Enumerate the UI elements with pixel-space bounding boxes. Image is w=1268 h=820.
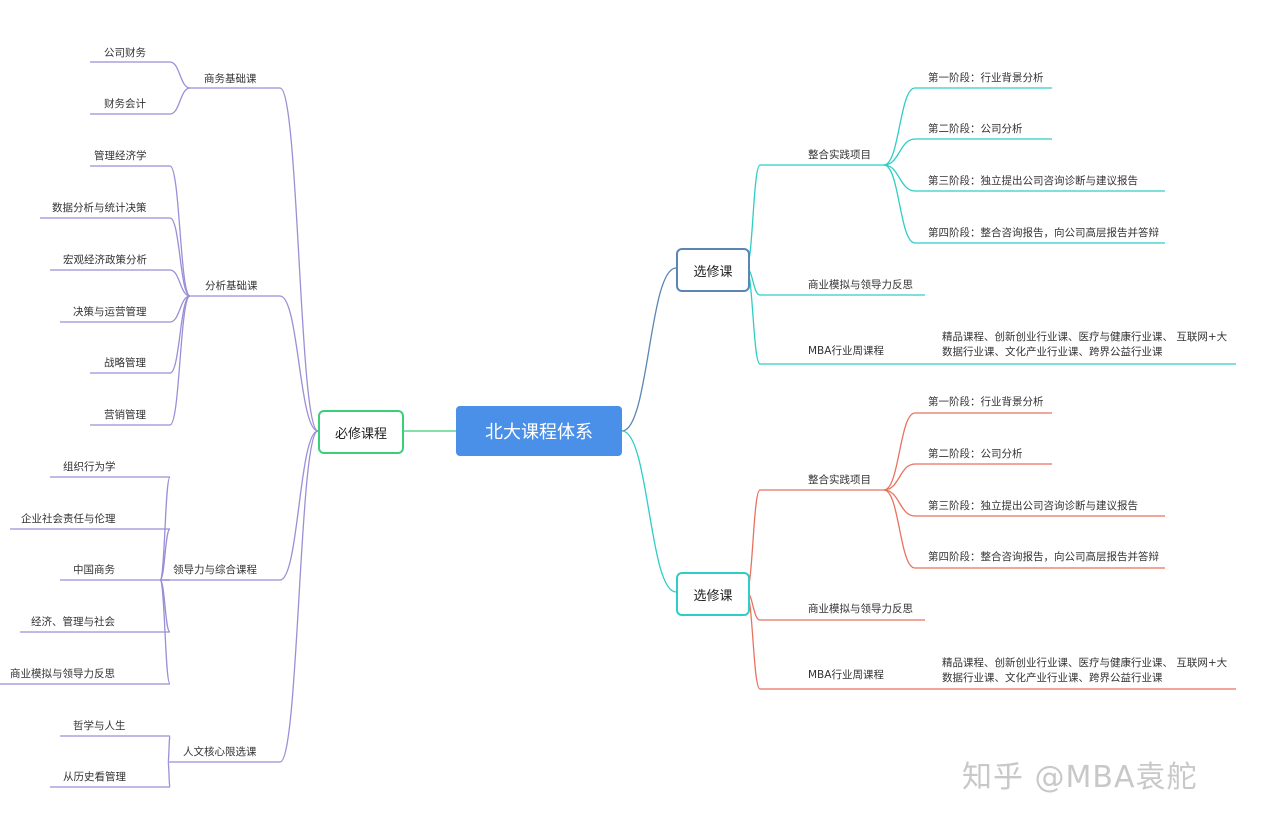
leaf-managerial-economics[interactable]: 管理经济学 xyxy=(94,150,147,162)
top-integrated-project[interactable]: 整合实践项目 xyxy=(808,149,871,161)
bottom-stage-2[interactable]: 第二阶段：公司分析 xyxy=(928,448,1023,460)
top-link-stage-3 xyxy=(883,164,916,244)
link-required-group-2 xyxy=(279,430,319,581)
bottom-mba-week-desc: 精品课程、创新创业行业课、医疗与健康行业课、 互联网+大 数据行业课、文化产业行… xyxy=(942,656,1232,686)
bottom-simulation[interactable]: 商业模拟与领导力反思 xyxy=(808,603,913,615)
root-node[interactable]: 北大课程体系 xyxy=(456,406,622,456)
required-courses-node[interactable]: 必修课程 xyxy=(318,410,404,454)
bottom-integrated-project[interactable]: 整合实践项目 xyxy=(808,474,871,486)
bottom-mba-desc-line1: 精品课程、创新创业行业课、医疗与健康行业课、 互联网+大 xyxy=(942,657,1228,669)
top-stage-3[interactable]: 第三阶段：独立提出公司咨询诊断与建议报告 xyxy=(928,175,1138,187)
leaf-macro-policy[interactable]: 宏观经济政策分析 xyxy=(63,254,147,266)
leaf-csr-ethics[interactable]: 企业社会责任与伦理 xyxy=(21,513,116,525)
group-leadership-integrated[interactable]: 领导力与综合课程 xyxy=(173,564,257,576)
top-stage-1[interactable]: 第一阶段：行业背景分析 xyxy=(928,72,1044,84)
leaf-marketing[interactable]: 营销管理 xyxy=(104,409,146,421)
top-mba-desc-line2: 数据行业课、文化产业行业课、跨界公益行业课 xyxy=(942,346,1163,359)
link-group-3-leaf-1 xyxy=(167,761,171,788)
leaf-financial-accounting[interactable]: 财务会计 xyxy=(104,98,146,110)
group-humanities-core[interactable]: 人文核心限选课 xyxy=(183,746,257,758)
leaf-china-business[interactable]: 中国商务 xyxy=(73,564,115,576)
leaf-philosophy-life[interactable]: 哲学与人生 xyxy=(73,720,126,732)
top-simulation[interactable]: 商业模拟与领导力反思 xyxy=(808,279,913,291)
top-mba-desc-line1: 精品课程、创新创业行业课、医疗与健康行业课、 互联网+大 xyxy=(942,331,1228,343)
link-group-3-leaf-0 xyxy=(167,735,171,763)
link-group-1-leaf-2 xyxy=(169,269,191,297)
link-group-1-leaf-5 xyxy=(169,295,191,426)
link-group-2-leaf-1 xyxy=(159,528,171,581)
group-analysis-basics[interactable]: 分析基础课 xyxy=(205,280,258,292)
link-group-2-leaf-4 xyxy=(159,579,171,685)
link-required-group-3 xyxy=(279,430,319,763)
link-required-group-0 xyxy=(279,87,319,432)
top-link-stage-2 xyxy=(883,164,916,192)
top-link-stage-1 xyxy=(883,138,916,166)
leaf-economy-society[interactable]: 经济、管理与社会 xyxy=(31,616,115,628)
elective-node-bottom[interactable]: 选修课 xyxy=(676,572,750,616)
leaf-strategy[interactable]: 战略管理 xyxy=(104,357,146,369)
link-group-1-leaf-1 xyxy=(169,217,191,297)
link-group-1-leaf-4 xyxy=(169,295,191,374)
leaf-decision-operations[interactable]: 决策与运营管理 xyxy=(73,306,147,318)
bottom-mba-desc-line2: 数据行业课、文化产业行业课、跨界公益行业课 xyxy=(942,672,1163,685)
bottom-link-stage-0 xyxy=(883,412,916,491)
link-root-elective-bottom xyxy=(621,430,677,593)
top-mba-week[interactable]: MBA行业周课程 xyxy=(808,345,884,357)
link-group-0-leaf-0 xyxy=(169,61,191,89)
watermark: 知乎 @MBA袁舵 xyxy=(962,760,1198,795)
leaf-history-management[interactable]: 从历史看管理 xyxy=(63,771,126,783)
top-link-stage-0 xyxy=(883,87,916,166)
leaf-data-analysis[interactable]: 数据分析与统计决策 xyxy=(52,202,147,214)
elective-node-top[interactable]: 选修课 xyxy=(676,248,750,292)
group-business-basics[interactable]: 商务基础课 xyxy=(204,73,257,85)
leaf-org-behavior[interactable]: 组织行为学 xyxy=(63,461,116,473)
leaf-business-simulation[interactable]: 商业模拟与领导力反思 xyxy=(10,668,115,680)
bottom-stage-1[interactable]: 第一阶段：行业背景分析 xyxy=(928,396,1044,408)
leaf-corporate-finance[interactable]: 公司财务 xyxy=(104,47,146,59)
top-mba-week-desc: 精品课程、创新创业行业课、医疗与健康行业课、 互联网+大 数据行业课、文化产业行… xyxy=(942,330,1232,360)
bottom-stage-4[interactable]: 第四阶段：整合咨询报告，向公司高层报告并答辩 xyxy=(928,551,1159,563)
top-stage-4[interactable]: 第四阶段：整合咨询报告，向公司高层报告并答辩 xyxy=(928,227,1159,239)
bottom-mba-week[interactable]: MBA行业周课程 xyxy=(808,669,884,681)
bottom-link-stage-2 xyxy=(883,489,916,517)
top-stage-2[interactable]: 第二阶段：公司分析 xyxy=(928,123,1023,135)
bottom-stage-3[interactable]: 第三阶段：独立提出公司咨询诊断与建议报告 xyxy=(928,500,1138,512)
link-required-group-1 xyxy=(279,295,319,432)
link-group-1-leaf-0 xyxy=(169,165,191,297)
bottom-link-stage-1 xyxy=(883,463,916,491)
bottom-link-stage-3 xyxy=(883,489,916,569)
link-group-0-leaf-1 xyxy=(169,87,191,115)
link-root-elective-top xyxy=(621,267,677,432)
